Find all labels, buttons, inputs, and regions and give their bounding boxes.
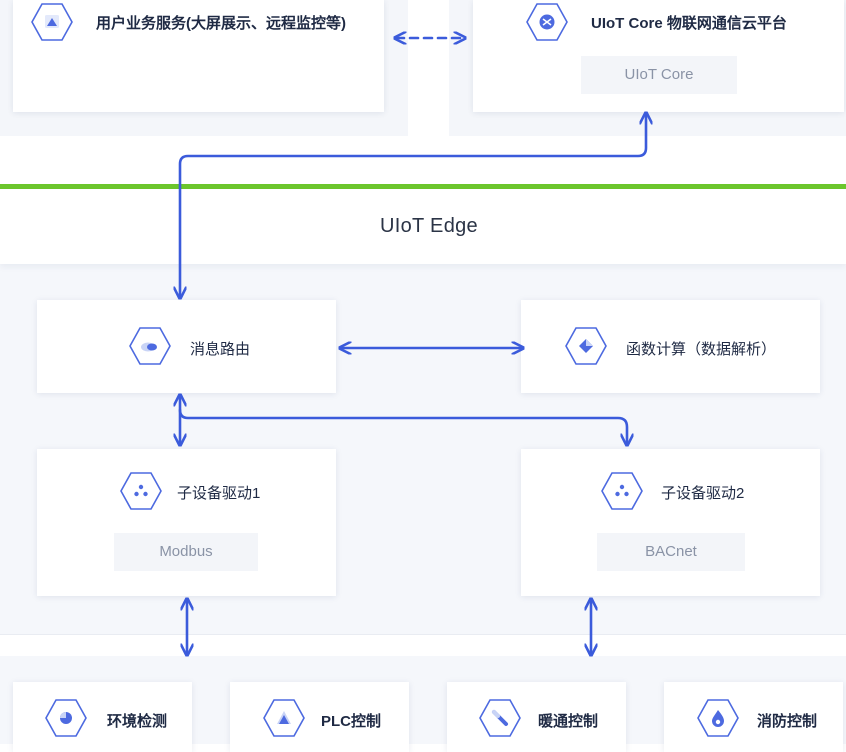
hvac-icon xyxy=(478,698,522,738)
driver-icon xyxy=(119,471,163,511)
cloud-platform-icon xyxy=(525,2,569,42)
fire-label: 消防控制 xyxy=(757,713,818,730)
driver1-card: 子设备驱动1 Modbus xyxy=(37,449,336,596)
driver1-label: 子设备驱动1 xyxy=(177,485,261,502)
driver2-card: 子设备驱动2 BACnet xyxy=(521,449,820,596)
layer-divider xyxy=(0,634,846,635)
dashboard-icon xyxy=(30,2,74,42)
function-icon xyxy=(564,326,608,366)
hvac-label: 暖通控制 xyxy=(538,713,599,730)
env-detect-card: 环境检测 xyxy=(13,682,192,752)
function-compute-label: 函数计算（数据解析） xyxy=(626,341,777,358)
user-services-card: 用户业务服务(大屏展示、远程监控等) xyxy=(13,0,384,112)
fire-card: 消防控制 xyxy=(664,682,843,752)
plc-card: PLC控制 xyxy=(230,682,409,752)
user-services-label: 用户业务服务(大屏展示、远程监控等) xyxy=(96,15,346,32)
fire-icon xyxy=(696,698,740,738)
environment-icon xyxy=(44,698,88,738)
driver-icon xyxy=(600,471,644,511)
env-detect-label: 环境检测 xyxy=(107,713,168,730)
uiot-core-box: UIoT Core xyxy=(581,56,737,94)
uiot-core-platform-label: UIoT Core 物联网通信云平台 xyxy=(591,15,787,32)
plc-icon xyxy=(262,698,306,738)
message-routing-card: 消息路由 xyxy=(37,300,336,393)
routing-icon xyxy=(128,326,172,366)
uiot-core-card: UIoT Core 物联网通信云平台 UIoT Core xyxy=(473,0,844,112)
plc-label: PLC控制 xyxy=(321,713,382,730)
function-compute-card: 函数计算（数据解析） xyxy=(521,300,820,393)
message-routing-label: 消息路由 xyxy=(190,341,251,358)
modbus-box: Modbus xyxy=(114,533,258,571)
driver2-label: 子设备驱动2 xyxy=(661,485,745,502)
bacnet-box: BACnet xyxy=(597,533,745,571)
edge-title: UIoT Edge xyxy=(380,215,478,237)
hvac-card: 暖通控制 xyxy=(447,682,626,752)
